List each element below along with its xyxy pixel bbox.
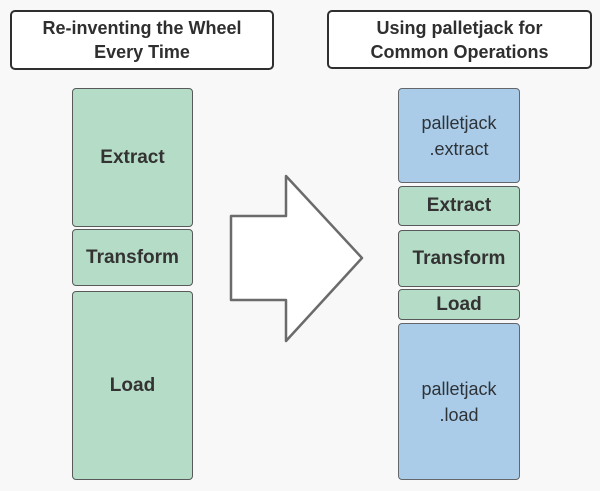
- right-palletjack-load-node: palletjack .load: [398, 323, 520, 480]
- left-transform-label: Transform: [86, 246, 179, 268]
- right-palletjack-extract-node: palletjack .extract: [398, 88, 520, 183]
- right-arrow-icon: [220, 165, 372, 355]
- right-title-line1: Using palletjack for: [376, 17, 543, 38]
- palletjack-extract-line2: .extract: [429, 138, 489, 159]
- right-load-node: Load: [398, 289, 520, 320]
- palletjack-extract-line1: palletjack: [421, 112, 497, 133]
- left-extract-node: Extract: [72, 88, 193, 227]
- left-load-label: Load: [109, 374, 156, 396]
- right-transform-node: Transform: [398, 230, 520, 287]
- left-title-line2: Every Time: [94, 42, 190, 62]
- right-title-line2: Common Operations: [370, 41, 549, 62]
- left-extract-label: Extract: [100, 146, 165, 168]
- right-transform-label: Transform: [412, 247, 506, 269]
- palletjack-load-line2: .load: [439, 404, 479, 425]
- right-column-title: Using palletjack for Common Operations: [327, 10, 592, 69]
- left-transform-node: Transform: [72, 229, 193, 286]
- right-extract-label: Extract: [426, 195, 492, 216]
- left-title-line1: Re-inventing the Wheel: [42, 18, 242, 38]
- right-extract-node: Extract: [398, 186, 520, 226]
- left-load-node: Load: [72, 291, 193, 480]
- palletjack-load-line1: palletjack: [421, 378, 497, 399]
- left-column-title: Re-inventing the Wheel Every Time: [10, 10, 274, 70]
- right-load-label: Load: [436, 293, 482, 315]
